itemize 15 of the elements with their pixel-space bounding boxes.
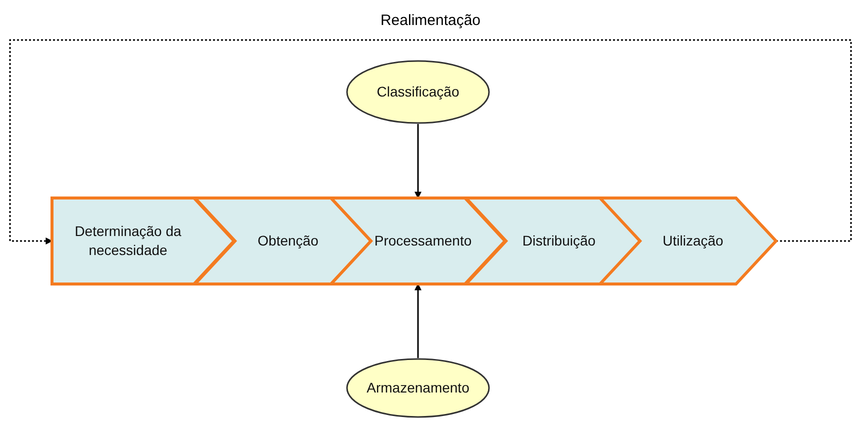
- arrow: [414, 283, 422, 358]
- step-label: Classificação: [376, 82, 460, 102]
- step-label: Processamento: [373, 232, 473, 250]
- feedback-arrow: [9, 39, 852, 244]
- step-label: Utilização: [662, 232, 724, 250]
- ellipse-node: [346, 358, 490, 418]
- chevron-step: [195, 198, 371, 284]
- step-label: Obtenção: [256, 232, 320, 250]
- step-label: Armazenamento: [366, 378, 470, 398]
- arrow: [414, 124, 422, 199]
- step-label: Determinação da necessidade: [74, 222, 182, 260]
- chevron-step: [600, 198, 776, 284]
- ellipse-node: [346, 60, 490, 124]
- step-label: Distribuição: [521, 232, 597, 250]
- chevron-step: [331, 198, 505, 284]
